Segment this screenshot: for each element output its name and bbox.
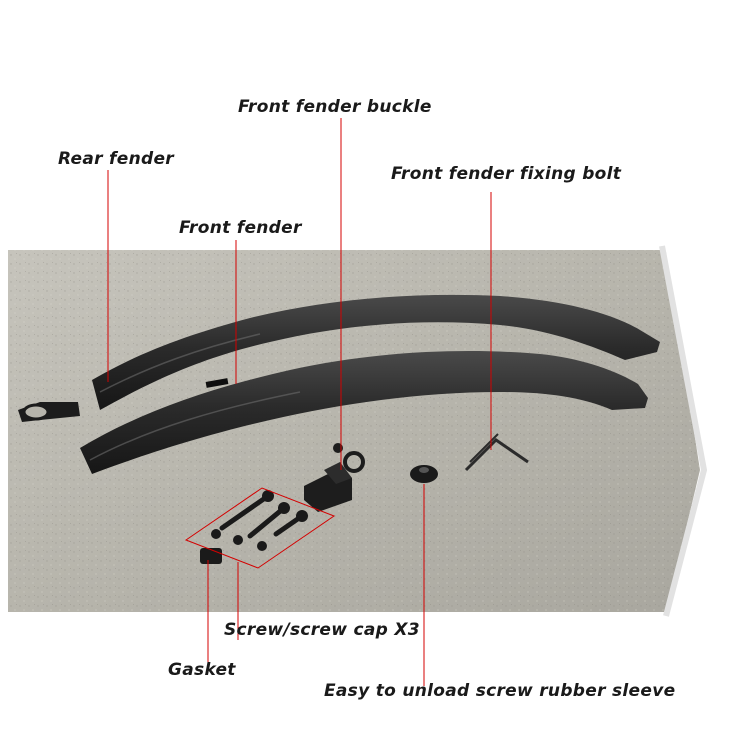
screws-caps-gasket-part: [184, 487, 336, 569]
leader-lines: [107, 118, 492, 686]
label-front-fender-fixing-bolt: Front fender fixing bolt: [391, 164, 622, 184]
label-gasket: Gasket: [168, 660, 236, 680]
label-rubber-sleeve: Easy to unload screw rubber sleeve: [324, 681, 676, 701]
label-rear-fender: Rear fender: [58, 149, 174, 169]
label-front-fender-buckle: Front fender buckle: [238, 97, 432, 117]
rear-fender-part: [18, 294, 660, 422]
fixing-bolt-bracket-part: [464, 433, 529, 472]
label-front-fender: Front fender: [179, 218, 302, 238]
front-fender-part: [80, 351, 648, 474]
label-screw-cap: Screw/screw cap X3: [224, 620, 420, 640]
rubber-sleeve-part: [410, 465, 438, 483]
